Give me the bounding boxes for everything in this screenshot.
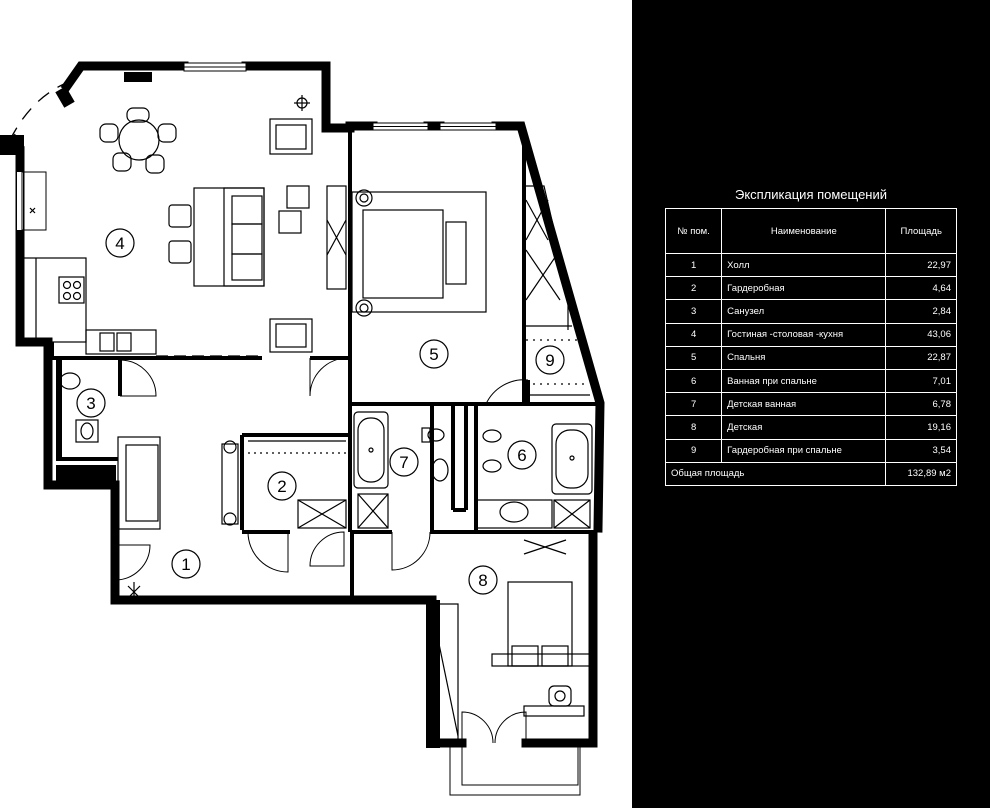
- total-label: Общая площадь: [664, 461, 887, 486]
- row-area: 6,78: [885, 392, 957, 417]
- room-marker-6: 6: [517, 446, 526, 465]
- total-value: 132,89 м2: [885, 461, 957, 486]
- room-markers: [76, 228, 565, 595]
- row-name: Ванная при спальне: [721, 368, 887, 394]
- outer-walls: [7, 61, 605, 748]
- row-name: Санузел: [721, 299, 887, 324]
- room-marker-5: 5: [429, 345, 438, 364]
- row-name: Детская ванная: [721, 392, 887, 417]
- bathtub-6: [551, 423, 593, 495]
- row-num: 7: [664, 392, 723, 417]
- row-num: 8: [664, 415, 723, 440]
- swing-door-8: [523, 539, 567, 555]
- room-marker-2: 2: [277, 477, 286, 496]
- row-num: 3: [664, 299, 723, 324]
- row-name: Гардеробная: [721, 276, 887, 301]
- row-area: 22,87: [885, 345, 957, 370]
- desk-with-chair: [523, 685, 585, 717]
- row-area: 7,01: [885, 368, 957, 394]
- row-area: 3,54: [885, 438, 957, 463]
- row-num: 2: [664, 276, 723, 301]
- hall-console: [221, 440, 239, 526]
- header-area: Площадь: [885, 208, 957, 254]
- wc-fixtures: [59, 372, 99, 443]
- room-marker-1: 1: [181, 555, 190, 574]
- coffee-tables: [278, 185, 310, 234]
- row-num: 5: [664, 345, 723, 370]
- sofa: [193, 187, 265, 287]
- room-marker-9: 9: [545, 351, 554, 370]
- wardrobe-2: [248, 440, 347, 529]
- row-name: Спальня: [721, 345, 887, 370]
- row-num: 9: [664, 438, 723, 463]
- doors: [114, 357, 529, 744]
- row-area: 2,84: [885, 299, 957, 324]
- total-row: Общая площадь 132,89 м2: [664, 461, 957, 486]
- explication-title: Экспликация помещений: [734, 187, 888, 202]
- row-area: 43,06: [885, 322, 957, 347]
- single-bed: [491, 581, 591, 667]
- header-num: № пом.: [664, 208, 723, 254]
- lamp-icon: [294, 95, 310, 111]
- row-name: Гардеробная при спальне: [721, 438, 887, 463]
- armchair-bottom: [269, 318, 313, 353]
- row-name: Гостиная -столовая -кухня: [721, 322, 887, 347]
- room-marker-8: 8: [478, 571, 487, 590]
- row-num: 6: [664, 368, 723, 394]
- kitchen: [21, 257, 157, 355]
- wardrobe-9: [525, 185, 590, 396]
- fixtures-7: [357, 427, 449, 529]
- interior-walls: [50, 126, 596, 600]
- windows: [17, 62, 581, 796]
- double-bed: [351, 189, 487, 317]
- room-marker-3: 3: [86, 394, 95, 413]
- entrance-mark: [127, 582, 141, 600]
- wardrobe-8: [431, 603, 459, 741]
- row-name: Детская: [721, 415, 887, 440]
- armchair-top: [269, 118, 313, 155]
- row-area: 4,64: [885, 276, 957, 301]
- chairs-left: [168, 204, 192, 264]
- row-num: 4: [664, 322, 723, 347]
- row-name: Холл: [721, 252, 887, 278]
- bathtub-7: [353, 411, 389, 489]
- room-marker-7: 7: [399, 453, 408, 472]
- tv-unit: [326, 185, 347, 290]
- explication-panel: Экспликация помещений № пом. Наименовани…: [632, 0, 990, 808]
- hall-sofa: [117, 436, 161, 530]
- row-num: 1: [664, 252, 723, 278]
- window-seat-x: [29, 207, 36, 214]
- dining-table-with-chairs: [99, 107, 177, 174]
- header-name: Наименование: [721, 208, 887, 254]
- floor-plan: 1 2 3 4 5 6 7 8 9: [0, 61, 605, 796]
- fixtures-6: [475, 429, 591, 529]
- bay-window: [9, 83, 65, 141]
- row-area: 19,16: [885, 415, 957, 440]
- row-area: 22,97: [885, 252, 957, 278]
- room-marker-4: 4: [115, 234, 124, 253]
